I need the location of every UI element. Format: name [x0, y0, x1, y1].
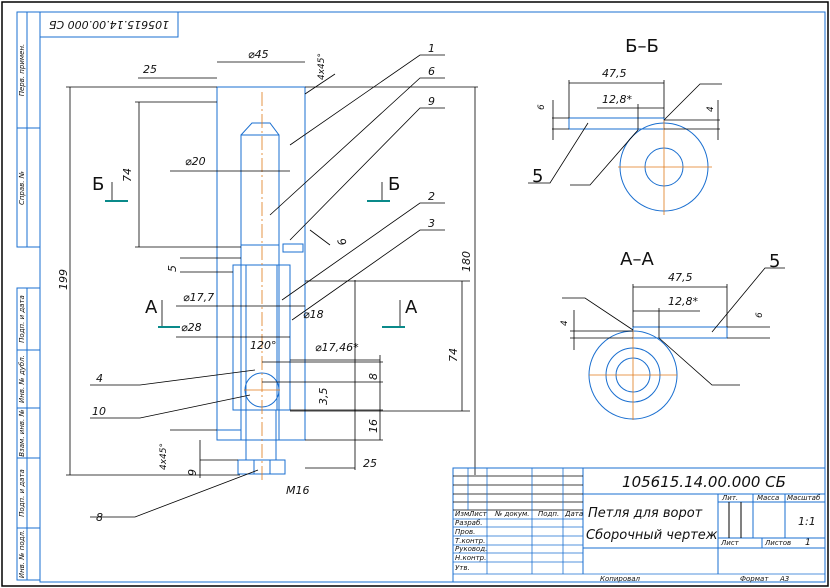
section-bb: Б–Б 47,5 12,8* 6 4 5 — [528, 36, 722, 215]
dim-label: 74 — [121, 168, 134, 182]
dim-label: M16 — [286, 484, 310, 497]
role: Т.контр. — [455, 537, 485, 545]
position-10: 10 — [92, 405, 106, 418]
role: Руковод. — [455, 545, 487, 553]
position-6: 6 — [428, 65, 435, 78]
strip-label: Инв. № подл. — [18, 530, 26, 578]
grease-fitting — [282, 243, 304, 253]
sheets-label: Листов — [764, 539, 791, 547]
main-section-view — [216, 86, 306, 482]
strip-label: Справ. № — [18, 171, 26, 205]
header-list: Лист — [468, 510, 488, 518]
strip-label: Взам. инв. № — [18, 409, 26, 457]
section-mark-b-left: Б — [92, 174, 104, 195]
section-aa: А–А 47,5 12,8* 4 6 5 — [560, 249, 785, 420]
position-4: 4 — [96, 372, 103, 385]
dim-label: 9 — [334, 237, 349, 248]
dim-label: 199 — [57, 269, 70, 290]
bolt-shank — [245, 409, 277, 461]
strip-label: Подп. и дата — [18, 469, 26, 517]
dim-label: ⌀45 — [248, 48, 269, 61]
dim-label: ⌀28 — [181, 321, 202, 334]
section-mark-a-right: А — [405, 297, 418, 318]
section-markers: Б Б А А — [92, 174, 418, 328]
lit-label: Лит. — [721, 494, 738, 502]
dim-label: 4x45° — [159, 443, 169, 470]
sheets-count: 1 — [805, 538, 811, 548]
title-line-2: Сборочный чертеж — [586, 528, 718, 543]
dim-label: 180 — [460, 251, 473, 272]
section-title-aa: А–А — [620, 249, 654, 270]
header-sign: Подп. — [538, 510, 559, 518]
section-mark-a-left: А — [145, 297, 158, 318]
dim-label: 120° — [250, 339, 277, 352]
header-izm: Изм. — [455, 510, 471, 518]
strip-label: Перв. примен. — [18, 44, 26, 97]
copied-label: Копировал — [600, 575, 641, 583]
dim-label: 16 — [367, 419, 380, 433]
dimension-labels: 25 ⌀45 4x45° ⌀20 74 199 5 ⌀17,7 ⌀28 ⌀18 … — [57, 48, 473, 497]
dim-label: 12,8* — [668, 295, 698, 308]
dimension-lines — [66, 61, 478, 478]
format-label: Формат — [740, 575, 769, 583]
dim-label: ⌀17,7 — [183, 291, 214, 304]
dim-label: 12,8* — [602, 93, 632, 106]
rotated-stamp: 105615.14.00.000 СБ — [39, 11, 179, 38]
bolt-head — [237, 459, 286, 475]
dim-label: 6 — [537, 104, 547, 110]
sleeve-part — [232, 264, 291, 411]
position-3: 3 — [428, 217, 435, 230]
dim-label: 8 — [367, 373, 380, 380]
scale-value: 1:1 — [798, 515, 816, 528]
mass-label: Масса — [757, 494, 779, 502]
dim-label: 25 — [363, 457, 377, 470]
position-2: 2 — [428, 190, 435, 203]
role: Утв. — [455, 564, 470, 572]
dim-label: ⌀20 — [185, 155, 206, 168]
dim-label: 4 — [706, 106, 716, 112]
left-strip: Перв. примен. Справ. № Подп. и дата Инв.… — [16, 11, 41, 581]
dim-label: 3,5 — [317, 388, 330, 406]
section-title-bb: Б–Б — [625, 36, 659, 57]
sheet-label: Лист — [720, 539, 740, 547]
body-part — [216, 86, 306, 441]
role: Пров. — [455, 528, 475, 536]
dim-label: 4x45° — [317, 53, 327, 80]
position-9: 9 — [428, 95, 435, 108]
role: Разраб. — [455, 519, 483, 527]
position-5: 5 — [532, 166, 543, 187]
position-1: 1 — [428, 42, 435, 55]
header-date: Дата — [564, 510, 583, 518]
dim-label: ⌀18 — [303, 308, 324, 321]
position-8: 8 — [96, 511, 103, 524]
dim-label: 5 — [166, 265, 179, 272]
leader-lines — [90, 54, 445, 518]
dim-label: 25 — [143, 63, 157, 76]
designation: 105615.14.00.000 СБ — [622, 473, 786, 491]
section-mark-b-right: Б — [388, 174, 400, 195]
position-numbers: 1 6 9 2 3 4 10 8 — [92, 42, 435, 524]
stamp-designation: 105615.14.00.000 СБ — [49, 18, 169, 31]
strip-label: Инв. № дубл. — [18, 355, 26, 403]
title-line-1: Петля для ворот — [588, 506, 703, 521]
role: Н.контр. — [455, 554, 486, 562]
dim-label: 47,5 — [602, 67, 627, 80]
dim-label: 6 — [755, 312, 765, 318]
header-doc: № докум. — [494, 510, 530, 518]
dim-label: ⌀17,46* — [315, 341, 359, 354]
dim-label: 9 — [186, 469, 199, 476]
dim-label: 74 — [447, 348, 460, 362]
dim-label: 4 — [560, 320, 570, 326]
position-5: 5 — [769, 251, 780, 272]
strip-label: Подп. и дата — [18, 295, 26, 343]
dim-label: 47,5 — [668, 271, 693, 284]
scale-label: Масштаб — [787, 494, 821, 502]
format-value: А3 — [779, 575, 789, 583]
title-block: Изм. Лист № докум. Подп. Дата Разраб. Пр… — [452, 467, 826, 583]
